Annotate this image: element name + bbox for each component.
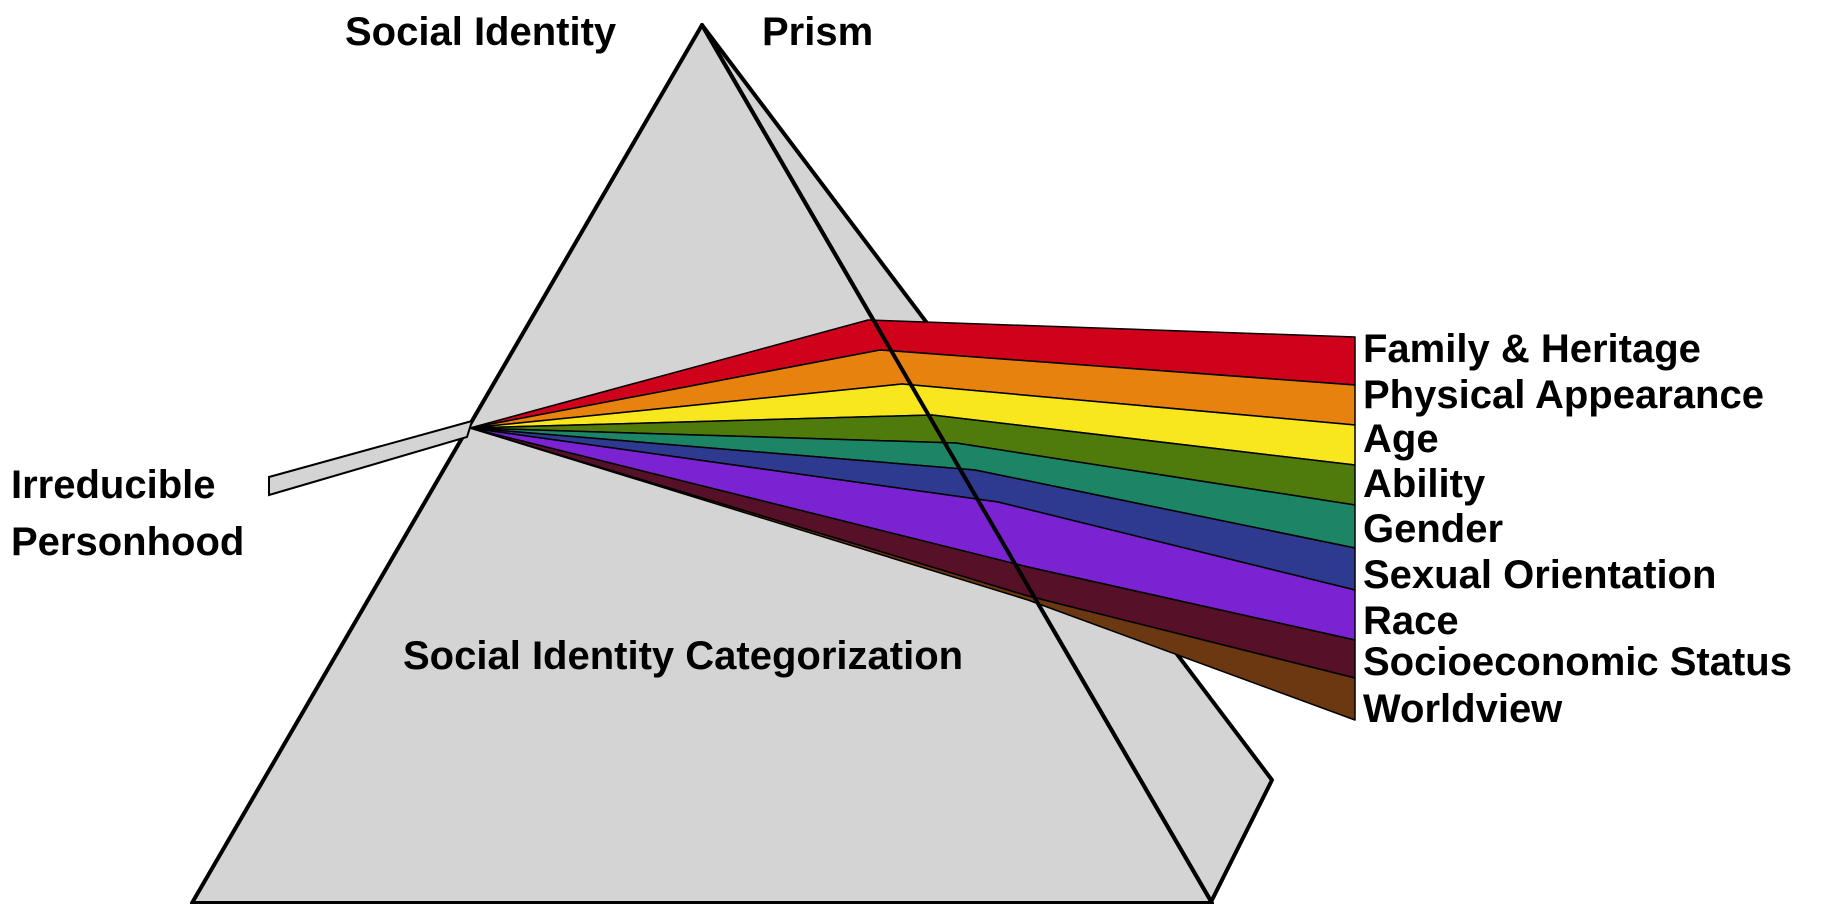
band-label-family-heritage: Family & Heritage <box>1363 327 1701 371</box>
input-light-beam <box>268 419 474 497</box>
band-label-gender: Gender <box>1363 507 1503 551</box>
band-label-ability: Ability <box>1363 462 1486 506</box>
band-label-socioeconomic-status: Socioeconomic Status <box>1363 640 1792 684</box>
input-label-personhood: Personhood <box>11 520 244 564</box>
band-worldview <box>469 427 1356 721</box>
input-label-irreducible: Irreducible <box>11 463 216 507</box>
prism-center-label: Social Identity Categorization <box>403 634 963 678</box>
prism-inner-edge <box>700 23 1214 904</box>
title-social-identity: Social Identity <box>345 10 617 54</box>
dispersed-bands <box>469 319 1356 721</box>
title-prism: Prism <box>762 10 873 54</box>
band-label-physical-appearance: Physical Appearance <box>1363 373 1764 417</box>
band-label-worldview: Worldview <box>1363 687 1563 731</box>
band-label-age: Age <box>1363 417 1439 461</box>
band-label-sexual-orientation: Sexual Orientation <box>1363 553 1716 597</box>
band-label-race: Race <box>1363 599 1459 643</box>
